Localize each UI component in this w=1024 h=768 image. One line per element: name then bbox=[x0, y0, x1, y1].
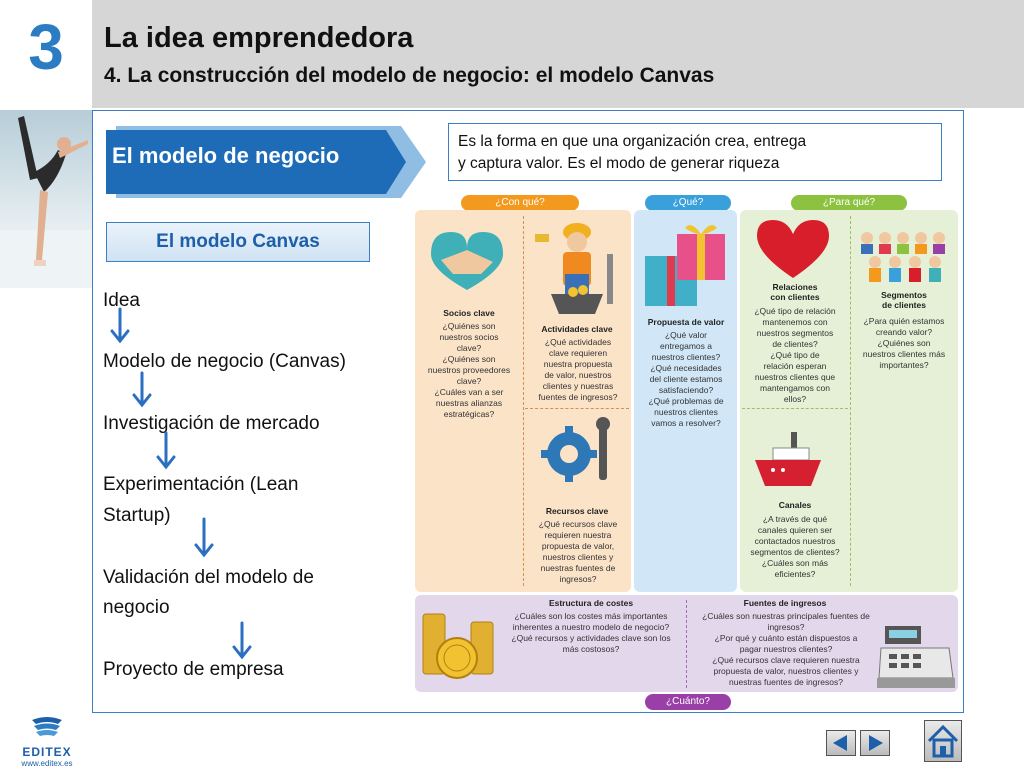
editex-logo-icon bbox=[32, 717, 62, 736]
people-crowd-icon bbox=[861, 232, 945, 282]
home-button[interactable] bbox=[924, 720, 962, 762]
page-title: La idea emprendedora bbox=[104, 22, 414, 54]
chevron-label: El modelo de negocio bbox=[112, 143, 340, 168]
pill-cuanto: ¿Cuánto? bbox=[645, 694, 731, 710]
triangle-right-icon bbox=[869, 735, 883, 751]
handshake-icon bbox=[431, 232, 503, 290]
coins-icon bbox=[422, 613, 494, 679]
step-validacion: Validación del modelo de bbox=[103, 567, 314, 588]
pill-que: ¿Qué? bbox=[645, 195, 731, 211]
chapter-number-box bbox=[0, 0, 92, 108]
chevron-shape bbox=[106, 126, 426, 198]
step-proyecto: Proyecto de empresa bbox=[103, 659, 284, 680]
canales-title: Canales bbox=[778, 500, 812, 510]
next-button[interactable] bbox=[860, 730, 890, 756]
step-experimentacion: Experimentación (Lean bbox=[103, 474, 299, 495]
gear-wrench-icon bbox=[541, 417, 610, 482]
actividades-title: Actividades clave bbox=[541, 324, 613, 334]
canvas-diagram: ¿Con qué? ¿Qué? ¿Para qué? ¿Cuánto? Soci… bbox=[415, 190, 960, 710]
step-idea: Idea bbox=[103, 290, 140, 311]
pill-con-que: ¿Con qué? bbox=[461, 195, 579, 211]
chapter-number: 3 bbox=[28, 11, 64, 83]
propuesta-title: Propuesta de valor bbox=[647, 317, 725, 327]
heart-icon bbox=[757, 220, 829, 278]
definition-box: Es la forma en que una organización crea… bbox=[448, 123, 942, 181]
pill-para-que: ¿Para qué? bbox=[791, 195, 907, 211]
costes-title: Estructura de costes bbox=[548, 598, 634, 608]
header-bar bbox=[0, 0, 1024, 108]
ingresos-text: ¿Cuáles son nuestras principales fuentes… bbox=[702, 611, 870, 687]
step-validacion-2: negocio bbox=[103, 597, 170, 618]
definition-line-1: Es la forma en que una organización crea… bbox=[458, 133, 807, 150]
ship-icon bbox=[755, 432, 821, 486]
brand-name: EDITEX bbox=[22, 745, 72, 759]
ingresos-title: Fuentes de ingresos bbox=[743, 598, 827, 608]
triangle-left-icon bbox=[833, 735, 847, 751]
editex-logo: EDITEX www.editex.es bbox=[14, 714, 80, 768]
step-modelo: Modelo de negocio (Canvas) bbox=[103, 351, 346, 372]
recursos-title: Recursos clave bbox=[545, 506, 609, 516]
arrow-group bbox=[110, 307, 252, 660]
gift-icon bbox=[645, 225, 725, 306]
brand-url: www.editex.es bbox=[21, 759, 73, 768]
step-experimentacion-2: Startup) bbox=[103, 505, 171, 526]
cash-register-icon bbox=[877, 626, 955, 688]
canvas-label: El modelo Canvas bbox=[106, 222, 370, 262]
worker-icon bbox=[535, 223, 613, 314]
page-subtitle: 4. La construcción del modelo de negocio… bbox=[104, 64, 715, 87]
cell-green bbox=[740, 210, 958, 592]
dancer-photo bbox=[0, 110, 92, 288]
definition-line-2: y captura valor. Es el modo de generar r… bbox=[458, 155, 780, 172]
home-icon bbox=[927, 724, 959, 758]
prev-button[interactable] bbox=[826, 730, 856, 756]
step-investigacion: Investigación de mercado bbox=[103, 413, 320, 434]
socios-title: Socios clave bbox=[443, 308, 495, 318]
